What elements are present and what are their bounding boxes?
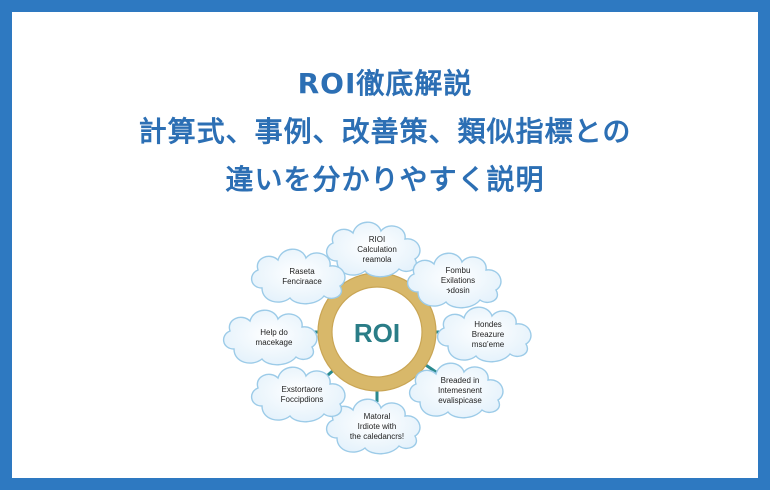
bubble-line: Help do bbox=[260, 328, 288, 337]
bubble-macekage: Help do macekage bbox=[222, 309, 318, 366]
bubble-calculation: RIOI Calculation reamola bbox=[325, 221, 421, 278]
bubble-line: Exilations bbox=[441, 276, 475, 285]
bubble-line: the caledancrs! bbox=[350, 432, 404, 441]
bubble-line: Fombu bbox=[446, 266, 471, 275]
bubble-line: Raseta bbox=[289, 267, 315, 276]
title-line-1: ROI徹底解説 bbox=[297, 67, 473, 100]
bubble-line: evalispicase bbox=[438, 396, 482, 405]
bubble-line: RIOI bbox=[369, 235, 385, 244]
title-line-2: 計算式、事例、改善策、類似指標との bbox=[138, 115, 632, 148]
bubble-matoral: Matoral Irdiote with the caledancrs! bbox=[325, 398, 421, 455]
bubble-line: Breazure bbox=[472, 330, 505, 339]
bubble-line: ንdosin bbox=[446, 286, 469, 295]
bubble-line: Breaded in bbox=[441, 376, 480, 385]
bubble-line: Fenciraace bbox=[282, 277, 322, 286]
bubble-foccipdions: Exstortaore Foccipdions bbox=[250, 366, 346, 423]
center-label: ROI bbox=[354, 318, 400, 348]
bubble-intemesnent: Breaded in Intemesnent evalispicase bbox=[408, 362, 504, 419]
bubble-line: Calculation bbox=[357, 245, 397, 254]
bubble-line: Foccipdions bbox=[281, 395, 324, 404]
bubble-line: Exstortaore bbox=[282, 385, 323, 394]
center-ring: ROI bbox=[317, 272, 437, 392]
bubble-line: Irdiote with bbox=[358, 422, 397, 431]
bubble-fenciraace: Raseta Fenciraace bbox=[250, 248, 346, 305]
bubble-exilations: Fombu Exilations ንdosin bbox=[406, 252, 502, 309]
bubble-line: Matoral bbox=[364, 412, 391, 421]
bubble-line: reamola bbox=[363, 255, 392, 264]
bubble-breazure: Hondes Breazure msɑ’eme bbox=[436, 306, 532, 363]
bubble-line: Hondes bbox=[474, 320, 502, 329]
bubble-line: msɑ’eme bbox=[472, 340, 505, 349]
title-line-3: 違いを分かりやすく説明 bbox=[225, 163, 545, 196]
roi-diagram: ROI RIOI Calculation reamola Fombu Exila… bbox=[222, 221, 532, 455]
content-card: ROI徹底解説 計算式、事例、改善策、類似指標との 違いを分かりやすく説明 bbox=[12, 12, 758, 478]
bubble-line: Intemesnent bbox=[438, 386, 483, 395]
bubble-line: macekage bbox=[256, 338, 293, 347]
